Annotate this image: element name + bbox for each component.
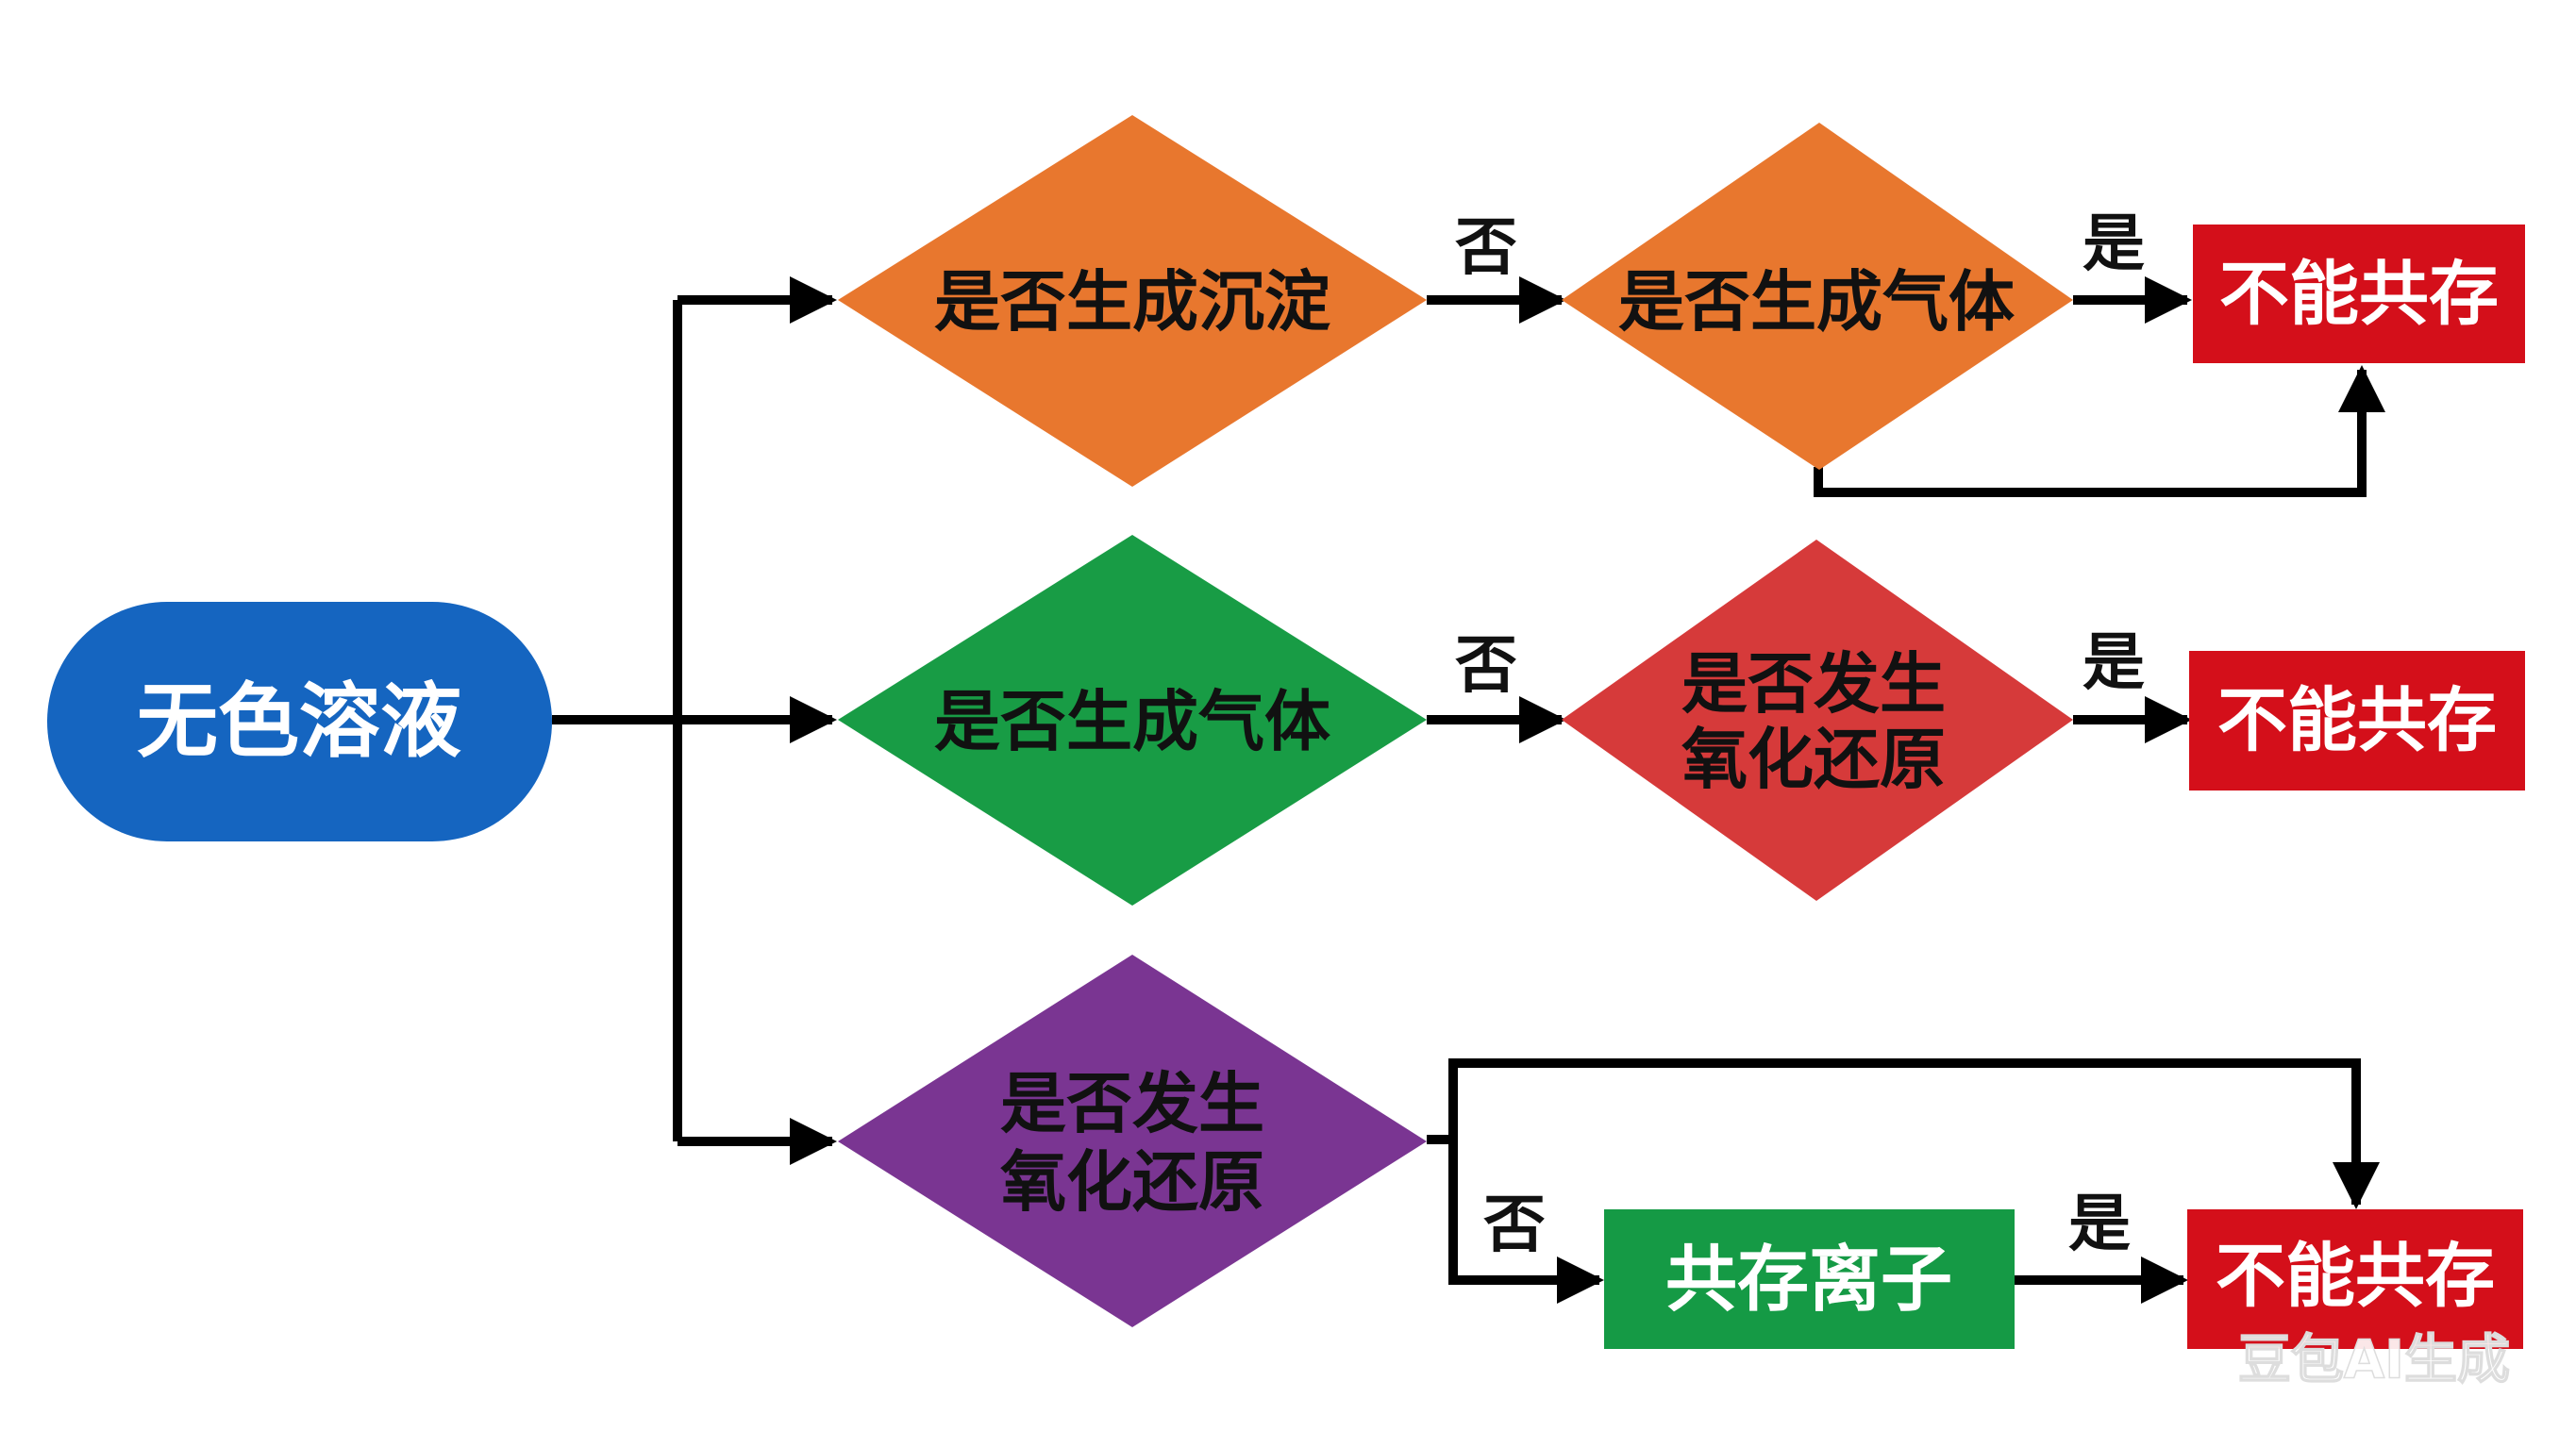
row1-check2-label: 是否生成气体 bbox=[1618, 263, 2015, 341]
watermark: 豆包AI生成 bbox=[2238, 1330, 2510, 1391]
row3-no-label: 否 bbox=[1483, 1189, 1546, 1261]
row1: 是否生成沉淀 否 是否生成气体 是 不能共存 bbox=[838, 115, 2525, 487]
row1-result-box bbox=[2193, 225, 2525, 363]
row2-result-box bbox=[2189, 651, 2525, 791]
start-label: 无色溶液 bbox=[137, 674, 461, 769]
row1-yes-label: 是 bbox=[2083, 208, 2145, 280]
row3-check1-label-line1: 是否发生 bbox=[1000, 1065, 1264, 1142]
row3-check1-diamond bbox=[838, 955, 1427, 1327]
row3-result-label: 不能共存 bbox=[2216, 1236, 2495, 1317]
row3: 是否发生 氧化还原 否 共存离子 是 不能共存 bbox=[838, 955, 2523, 1349]
row2-check2-label-line1: 是否发生 bbox=[1681, 645, 1946, 723]
row2-check1-diamond bbox=[838, 535, 1427, 906]
connectors bbox=[552, 276, 2385, 1304]
arrow-row3-yes-loop bbox=[1427, 1058, 2380, 1209]
row1-check1-label: 是否生成沉淀 bbox=[934, 263, 1330, 341]
row2-no-label: 否 bbox=[1455, 629, 1517, 702]
row2-yes-label: 是 bbox=[2083, 626, 2145, 699]
row1-result-label: 不能共存 bbox=[2219, 254, 2499, 335]
row2-check2-label-line2: 氧化还原 bbox=[1681, 721, 1946, 798]
row3-result-box bbox=[2187, 1209, 2523, 1349]
row2: 是否生成气体 否 是否发生 氧化还原 是 不能共存 bbox=[838, 535, 2525, 906]
row2-check1-label: 是否生成气体 bbox=[934, 683, 1330, 760]
row3-coexist-label: 共存离子 bbox=[1665, 1238, 1952, 1322]
start-pill bbox=[47, 602, 552, 841]
arrow-row1-loop bbox=[1814, 365, 2385, 497]
row2-check2-diamond bbox=[1562, 540, 2073, 901]
row3-check1-label-line2: 氧化还原 bbox=[1000, 1143, 1264, 1221]
row1-check1-diamond bbox=[838, 115, 1427, 487]
start-node: 无色溶液 bbox=[47, 602, 552, 841]
arrow-row3-no bbox=[1448, 1140, 1604, 1304]
row1-no-label: 否 bbox=[1455, 211, 1517, 284]
row3-coexist-box bbox=[1604, 1209, 2015, 1349]
row1-check2-diamond bbox=[1562, 123, 2073, 470]
row2-result-label: 不能共存 bbox=[2217, 680, 2497, 761]
row3-yes-label: 是 bbox=[2068, 1188, 2131, 1260]
